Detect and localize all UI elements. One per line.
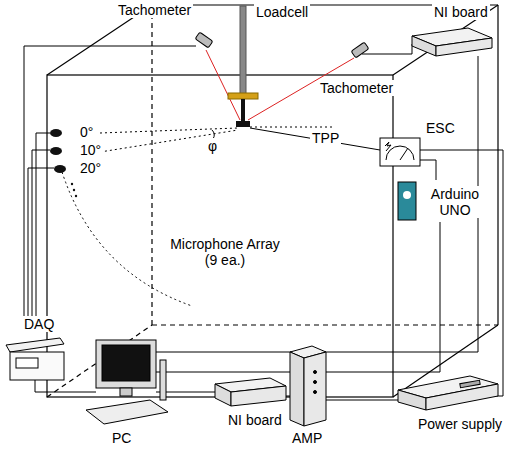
wires [24, 44, 503, 400]
device-label: NI board [226, 412, 284, 428]
device-label: DAQ [22, 316, 56, 332]
device-label: PC [110, 430, 133, 446]
amp-icon [290, 346, 326, 426]
loadcell-rod [240, 6, 246, 94]
device-label: Arduino UNO [422, 186, 488, 218]
angle-label: 0° [78, 124, 95, 140]
angle-label: 10° [78, 142, 103, 158]
plane-label: TPP [310, 130, 341, 146]
angle-symbol: φ [206, 138, 219, 154]
chamber-front-face [47, 75, 393, 397]
microphone [50, 129, 77, 197]
device-label: Tachometer [318, 80, 395, 96]
motor-shaft [241, 99, 245, 123]
tachometer-icon [195, 32, 213, 48]
device-label: NI board [432, 4, 490, 20]
device-label: ESC [424, 120, 457, 136]
angle-label: 20° [78, 160, 103, 176]
loadcell [228, 93, 258, 99]
device-label: AMP [290, 430, 324, 446]
ni-board-icon [412, 28, 492, 56]
rotor [236, 121, 250, 127]
device-label: Loadcell [254, 4, 310, 20]
device-label: Power supply [416, 416, 504, 432]
power-supply-icon [398, 376, 498, 410]
pc-icon [86, 340, 168, 424]
ni-board-icon [215, 378, 286, 406]
tachometer-icon [351, 42, 369, 58]
arduino-board [398, 182, 416, 220]
daq-icon [6, 338, 64, 380]
esc-gauge [380, 138, 420, 166]
device-label: Tachometer [116, 2, 193, 18]
array-label: Microphone Array (9 ea.) [168, 236, 282, 268]
measurement-lines [62, 127, 332, 306]
